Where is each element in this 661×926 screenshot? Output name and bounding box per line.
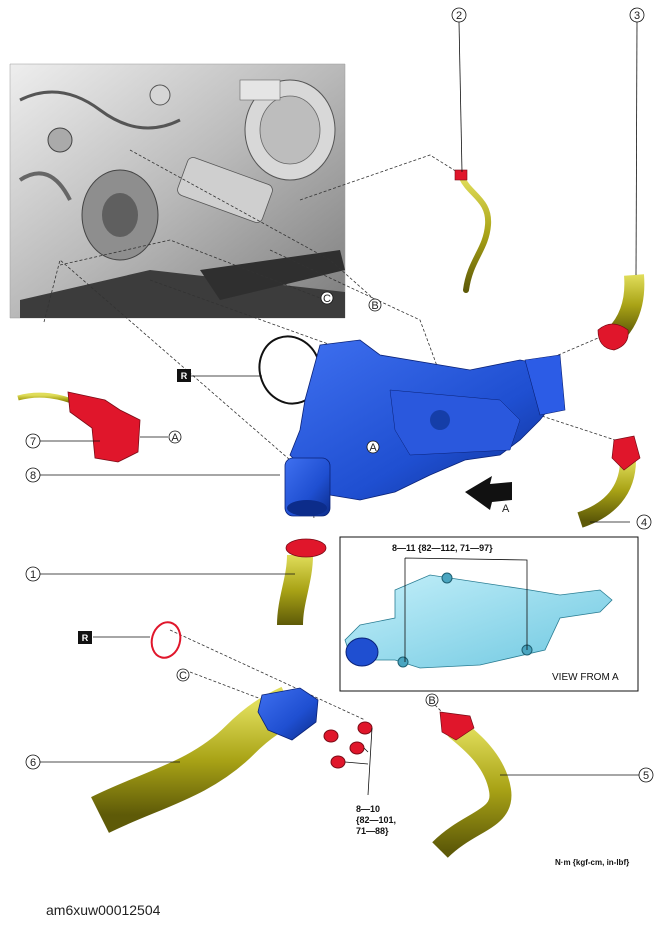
torque-units-label: N·m {kgf-cm, in-lbf} [555, 858, 630, 867]
svg-text:5: 5 [643, 770, 649, 782]
callout-2: 2 [451, 7, 467, 23]
callout-4: 4 [636, 514, 652, 530]
callout-6: 6 [25, 754, 41, 770]
hose-1-clamp [285, 538, 327, 558]
view-from-a-label: VIEW FROM A [552, 672, 619, 683]
nut-3 [349, 741, 365, 755]
hose-3-clamp [597, 323, 629, 351]
marker-b-hose: B [425, 693, 439, 707]
svg-text:C: C [179, 670, 187, 682]
svg-text:1: 1 [30, 569, 36, 581]
replace-mark-lower: R [78, 631, 92, 644]
dashed-leader-lines [43, 149, 616, 721]
svg-text:7: 7 [30, 436, 36, 448]
nut-1 [357, 721, 373, 735]
view-a-arrow [465, 476, 512, 510]
view-a-arrow-label: A [502, 503, 510, 515]
svg-text:R: R [82, 633, 89, 643]
hose-5-clamp [439, 711, 475, 741]
marker-a-connector: A [168, 430, 182, 444]
hose-6-fitting [257, 687, 319, 741]
callout-leaders [40, 21, 640, 776]
svg-text:B: B [428, 695, 435, 707]
thermostat-housing-8 [284, 339, 566, 517]
hose-6 [91, 686, 319, 833]
nuts: 8—10 {82—101, 71—88} [323, 721, 396, 836]
replace-mark-upper: R [177, 369, 191, 382]
hose-4 [577, 435, 641, 528]
svg-text:6: 6 [30, 757, 36, 769]
nut-torque-line-2: {82—101, [356, 815, 396, 825]
figure-id: am6xuw00012504 [46, 902, 161, 918]
marker-c-engine: C [320, 291, 334, 305]
nut-2 [323, 729, 339, 743]
svg-text:4: 4 [641, 517, 647, 529]
marker-b-engine: B [368, 298, 382, 312]
view-from-a-panel: VIEW FROM A 8—11 {82—112, 71—97} [339, 536, 639, 692]
hose-3 [597, 274, 645, 351]
svg-text:A: A [171, 432, 179, 444]
hose-5 [432, 711, 512, 859]
nut-torque-line-1: 8—10 [356, 804, 380, 814]
bolt-torque-label: 8—11 {82—112, 71—97} [392, 543, 493, 553]
svg-text:B: B [371, 300, 378, 312]
callout-3: 3 [629, 7, 645, 23]
svg-text:A: A [369, 442, 377, 454]
callout-7: 7 [25, 433, 41, 449]
marker-a-housing: A [366, 440, 380, 454]
hose-7-with-connector [17, 391, 141, 463]
svg-text:R: R [181, 371, 188, 381]
svg-text:2: 2 [456, 10, 462, 22]
connector-7 [67, 391, 141, 463]
nut-torque-line-3: 71—88} [356, 826, 389, 836]
hose-2-clamp [454, 169, 468, 181]
callout-8: 8 [25, 467, 41, 483]
nut-4 [330, 755, 346, 769]
o-ring-hose-gasket [150, 621, 182, 659]
callout-5: 5 [638, 767, 654, 783]
hose-1 [277, 538, 327, 626]
callout-1: 1 [25, 566, 41, 582]
engine-bay-illustration [9, 63, 346, 319]
svg-text:8: 8 [30, 470, 36, 482]
svg-text:C: C [323, 293, 331, 305]
hose-2 [454, 169, 492, 293]
svg-text:3: 3 [634, 10, 640, 22]
marker-c-hose: C [176, 668, 190, 682]
hose-4-clamp [611, 435, 641, 471]
